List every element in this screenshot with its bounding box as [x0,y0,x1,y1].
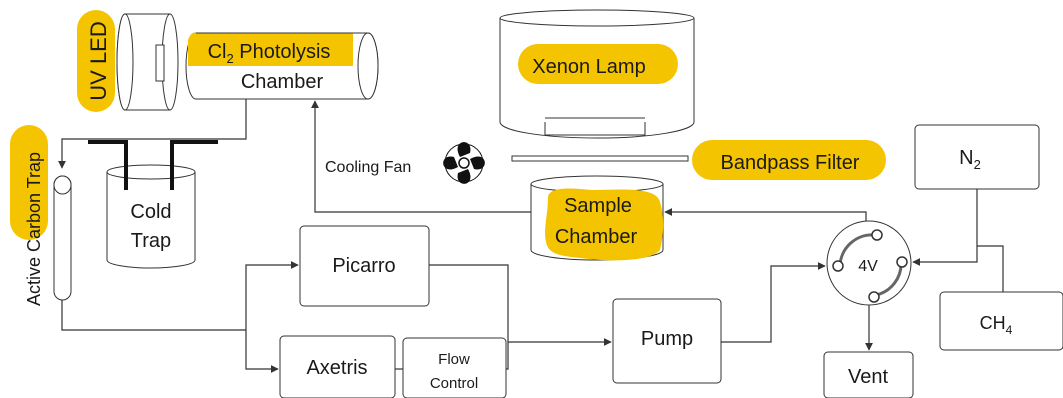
sample-chamber-line1: Sample [564,195,632,217]
uv-led-label-group: UV LED [77,10,115,112]
vent-label: Vent [848,366,888,388]
line-split-to-picarro [245,261,299,330]
flow-lines [58,99,1004,373]
cl2-chamber-line2: Chamber [241,71,324,93]
cl2-photolysis-chamber: Cl2 Photolysis Chamber [185,32,379,100]
line-chamber-to-carbon-trap [58,99,247,169]
sample-chamber: Sample Chamber [530,175,664,261]
flow-control-box [402,337,507,398]
four-way-valve-icon [826,220,912,306]
valve-label: 4V [858,258,878,275]
pump-label: Pump [641,328,693,350]
vent-box [823,351,914,398]
n2-label: N2 [959,147,981,172]
bandpass-filter-plate [511,155,689,162]
uv-led-label: UV LED [86,21,111,100]
xenon-lamp: Xenon Lamp [499,9,695,139]
line-split-to-axetris [245,330,279,373]
line-n2-to-valve [912,189,978,266]
line-picarro-to-merge [429,264,509,342]
bandpass-filter-label: Bandpass Filter [721,152,860,174]
picarro-box [299,225,430,307]
line-sample-to-chamber [311,100,531,213]
uv-led-icon [116,13,179,111]
ch4-box [939,291,1063,351]
line-pump-to-valve [721,262,826,343]
pump-box [612,298,722,384]
active-carbon-trap-label: Active Carbon Trap [24,152,44,306]
active-carbon-trap-tube [53,175,72,301]
cl2-chamber-title: Cl2 Photolysis [208,41,331,66]
cooling-fan-label: Cooling Fan [325,159,411,176]
ch4-label: CH4 [980,313,1013,337]
line-ch4-to-junction [977,245,1004,292]
flow-control-line1: Flow [438,351,470,368]
flow-control-line2: Control [430,375,478,392]
axetris-box [279,335,396,398]
cold-trap-icon [88,140,218,269]
cold-trap-line2: Trap [131,230,171,252]
line-carbon-trap-to-split [61,300,246,331]
line-flow-to-merge [506,342,509,370]
fan-icon [443,142,485,184]
sample-chamber-line2: Chamber [555,226,638,248]
picarro-label: Picarro [332,255,395,277]
line-valve-to-sample [664,208,867,221]
xenon-lamp-label: Xenon Lamp [532,56,645,78]
axetris-label: Axetris [306,357,367,379]
cold-trap-line1: Cold [130,201,171,223]
